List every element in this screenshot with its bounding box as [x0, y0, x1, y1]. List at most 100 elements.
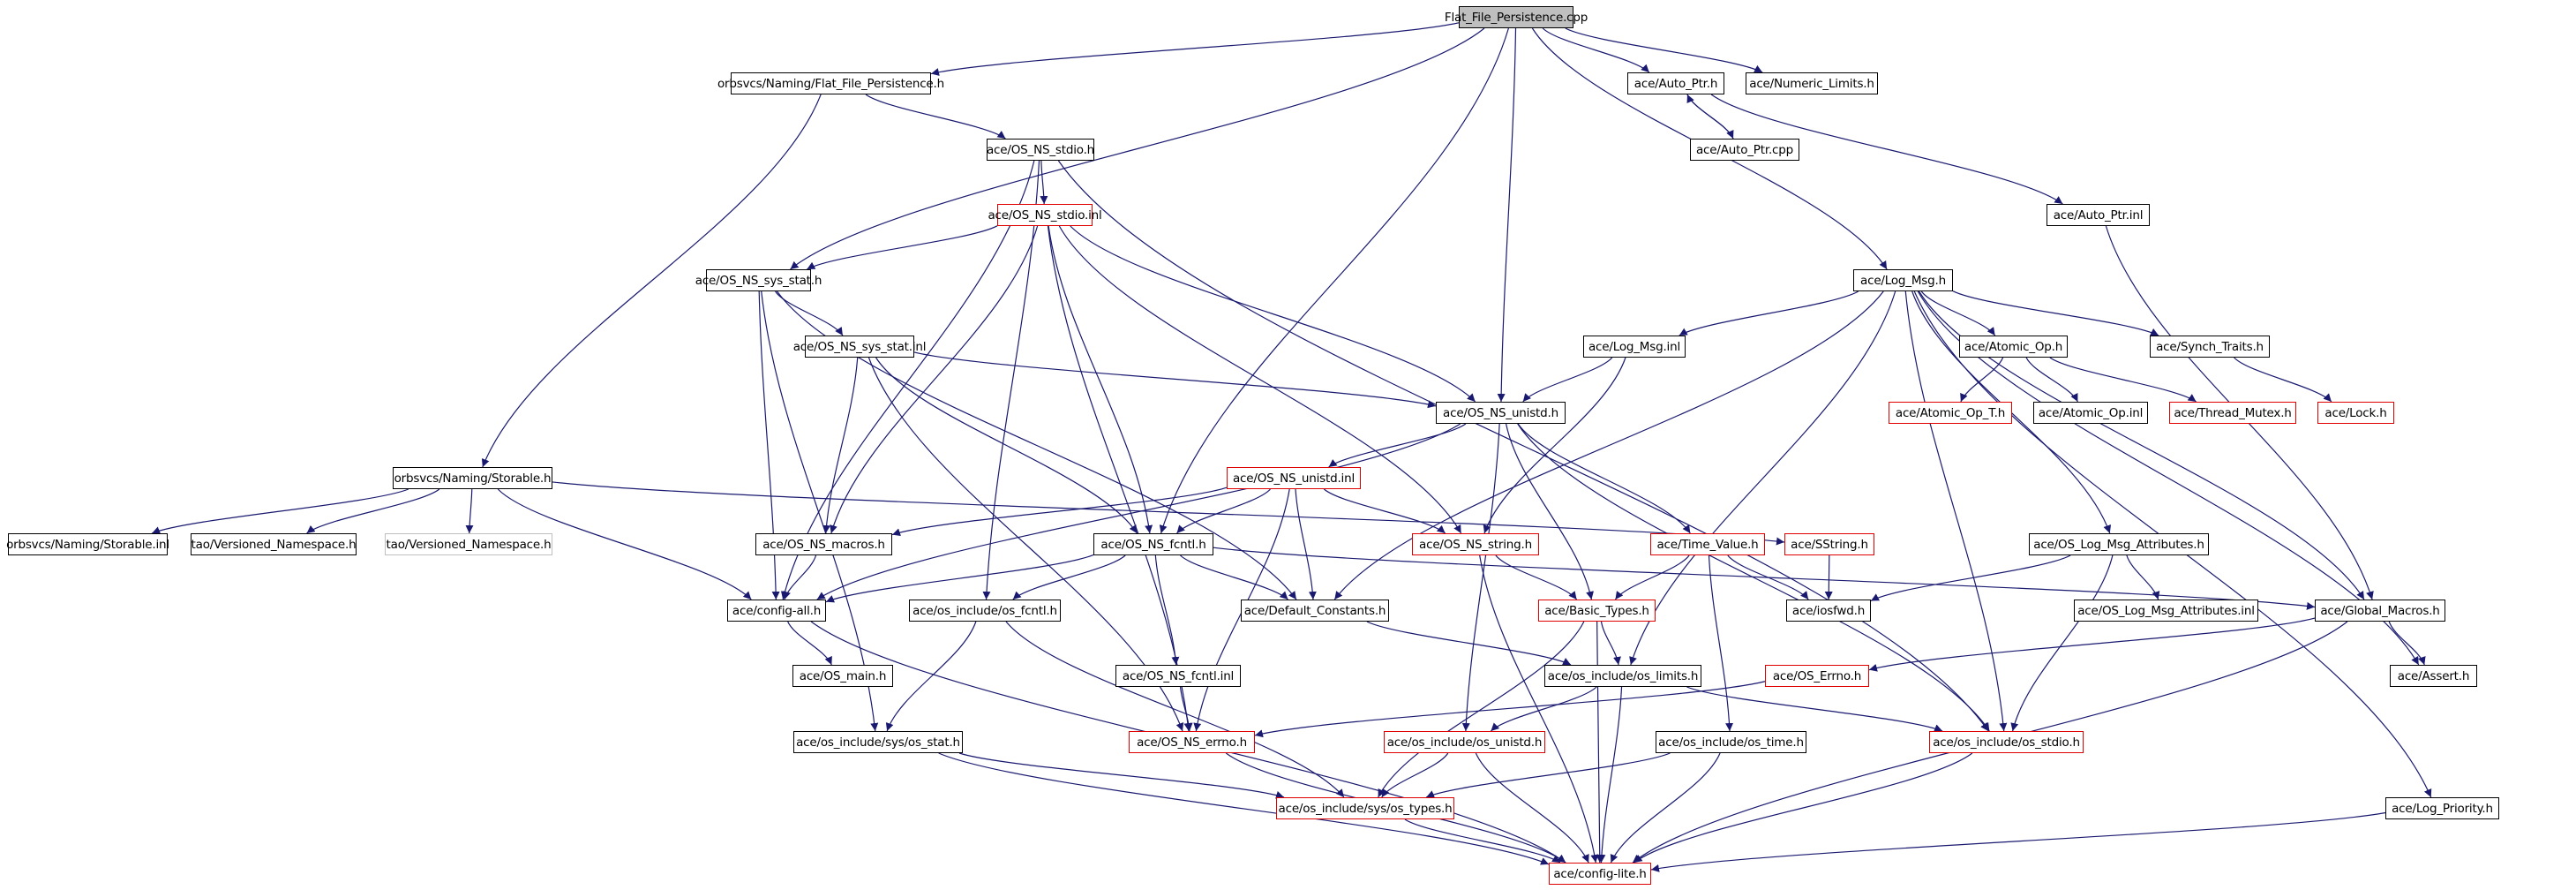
include-file-node[interactable]: ace/OS_NS_macros.h: [755, 533, 892, 555]
include-file-node[interactable]: ace/OS_NS_unistd.h: [1436, 402, 1566, 424]
include-file-node[interactable]: ace/os_include/os_unistd.h: [1384, 731, 1545, 753]
include-file-node[interactable]: ace/os_include/os_limits.h: [1544, 665, 1701, 687]
include-edge-os_ns_stdio_inl-to-os_ns_sys_stat_h: [807, 225, 998, 270]
include-edge-os_ns_fcntl_h-to-config_all_h: [825, 554, 1094, 603]
include-file-node[interactable]: ace/OS_main.h: [792, 665, 893, 687]
include-edge-basic_types_h-to-config_lite_h: [1596, 621, 1604, 864]
include-file-node[interactable]: ace/Log_Priority.h: [2385, 797, 2499, 819]
include-file-node[interactable]: ace/os_include/os_time.h: [1656, 731, 1806, 753]
include-file-node[interactable]: ace/Synch_Traits.h: [2150, 336, 2270, 358]
include-file-node[interactable]: ace/config-lite.h: [1549, 863, 1651, 885]
include-edge-os_ns_string_h-to-basic_types_h: [1495, 554, 1578, 600]
include-edge-os_ns_stdio_h-to-os_ns_stdio_inl: [1040, 160, 1048, 205]
include-edge-time_value_h-to-iosfwd_h: [1727, 554, 1809, 600]
include-edge-os_ns_stdio_h-to-os_stdio_h: [1057, 160, 1989, 732]
include-edge-storable_h-to-tao_vns_h: [306, 488, 440, 534]
include-edge-os_ns_unistd_h-to-os_ns_unistd_inl: [1328, 423, 1467, 468]
include-file-node[interactable]: tao/Versioned_Namespace.h: [385, 533, 552, 555]
include-edge-basic_types_h-to-os_types_h: [1378, 621, 1585, 798]
include-edge-os_ns_unistd_inl-to-os_ns_fcntl_h: [1176, 488, 1271, 534]
include-file-node[interactable]: ace/Auto_Ptr.cpp: [1690, 139, 1799, 161]
include-edge-global_macros_h-to-os_errno_h: [1868, 617, 2316, 672]
include-file-node[interactable]: ace/Atomic_Op.inl: [2033, 402, 2148, 424]
include-edge-storable_h-to-sstring_h: [552, 481, 1785, 546]
include-file-node[interactable]: ace/OS_NS_stdio.inl: [988, 204, 1102, 226]
include-edge-auto_ptr_cpp-to-auto_ptr_h: [1686, 94, 1734, 140]
include-edge-default_constants_h-to-os_limits_h: [1366, 621, 1572, 666]
include-file-node[interactable]: ace/Numeric_Limits.h: [1746, 72, 1878, 94]
include-edge-sys_os_stat_h-to-config_lite_h: [938, 752, 1550, 865]
include-edge-storable_h-to-config_all_h: [497, 488, 752, 600]
include-file-node[interactable]: ace/Lock.h: [2317, 402, 2394, 424]
include-file-node[interactable]: ace/os_include/os_stdio.h: [1929, 731, 2084, 753]
include-edge-log_msg_h-to-os_stdio_h: [1904, 290, 2008, 732]
include-file-node[interactable]: ace/Default_Constants.h: [1241, 600, 1389, 622]
include-edge-os_ns_macros_h-to-config_all_h: [783, 554, 817, 600]
include-file-node[interactable]: ace/Atomic_Op_T.h: [1889, 402, 2012, 424]
include-file-node[interactable]: ace/os_include/sys/os_stat.h: [793, 731, 963, 753]
include-edge-root-to-numeric_limits_h: [1565, 27, 1763, 73]
include-file-node[interactable]: ace/OS_Log_Msg_Attributes.inl: [2074, 600, 2258, 622]
include-file-node[interactable]: ace/OS_Log_Msg_Attributes.h: [2029, 533, 2209, 555]
include-file-node[interactable]: tao/Versioned_Namespace.h: [191, 533, 357, 555]
include-file-node[interactable]: ace/OS_Errno.h: [1765, 665, 1869, 687]
include-file-node[interactable]: ace/Global_Macros.h: [2315, 600, 2445, 622]
include-edge-log_msg_h-to-atomic_op_h: [1920, 290, 1996, 336]
include-file-node[interactable]: ace/OS_NS_string.h: [1412, 533, 1539, 555]
include-file-node[interactable]: ace/Time_Value.h: [1650, 533, 1765, 555]
include-edge-os_ns_unistd_inl-to-os_ns_string_h: [1323, 488, 1446, 534]
include-file-node[interactable]: ace/OS_NS_fcntl.h: [1093, 533, 1213, 555]
include-edge-storable_h-to-storable_inl: [151, 488, 409, 534]
include-file-node[interactable]: ace/Thread_Mutex.h: [2169, 402, 2296, 424]
include-file-node[interactable]: ace/Log_Msg.inl: [1583, 336, 1686, 358]
include-file-node[interactable]: ace/OS_NS_unistd.inl: [1227, 467, 1361, 489]
include-edge-log_msg_h-to-default_constants_h: [1333, 290, 1884, 600]
include-edge-ffp_h-to-os_ns_stdio_h: [865, 94, 1006, 140]
include-file-node[interactable]: ace/OS_NS_sys_stat.h: [695, 269, 822, 291]
include-file-node[interactable]: ace/Log_Msg.h: [1853, 269, 1953, 291]
include-file-node[interactable]: ace/config-all.h: [727, 600, 826, 622]
include-file-node[interactable]: ace/OS_NS_sys_stat.inl: [793, 336, 926, 358]
include-edge-os_fcntl_h-to-os_types_h: [1005, 621, 1345, 798]
include-edge-os_ns_fcntl_inl-to-os_ns_errno_h: [1179, 686, 1193, 732]
include-edge-os_ns_stdio_h-to-os_fcntl_h: [982, 160, 1040, 600]
include-edge-os_unistd_h-to-os_types_h: [1381, 752, 1449, 798]
include-edge-os_ns_unistd_inl-to-default_constants_h: [1295, 488, 1317, 600]
include-edge-os_log_msg_attr_h-to-iosfwd_h: [1870, 554, 2071, 602]
include-edge-os_ns_unistd_h-to-os_unistd_h: [1461, 423, 1500, 732]
include-edge-os_ns_stdio_inl-to-os_ns_macros_h: [830, 225, 1039, 534]
include-file-node[interactable]: orbsvcs/Naming/Storable.h: [393, 467, 552, 489]
include-file-node[interactable]: ace/os_include/sys/os_types.h: [1276, 797, 1454, 819]
include-file-node[interactable]: orbsvcs/Naming/Storable.inl: [6, 533, 169, 555]
include-edge-atomic_op_h-to-atomic_op_t_h: [1960, 357, 2004, 403]
include-edge-os_log_msg_attr_h-to-os_log_msg_attr_inl: [2126, 554, 2160, 600]
include-edge-os_fcntl_h-to-sys_os_stat_h: [885, 621, 977, 732]
include-file-node[interactable]: ace/OS_NS_stdio.h: [987, 139, 1094, 161]
include-file-node[interactable]: ace/OS_NS_fcntl.inl: [1115, 665, 1241, 687]
include-edge-os_ns_sys_stat_inl-to-os_ns_macros_h: [822, 357, 859, 534]
include-file-node[interactable]: ace/Basic_Types.h: [1538, 600, 1656, 622]
include-file-node[interactable]: ace/iosfwd.h: [1786, 600, 1871, 622]
include-edge-os_ns_unistd_h-to-basic_types_h: [1505, 423, 1594, 600]
include-file-node[interactable]: orbsvcs/Naming/Flat_File_Persistence.h: [717, 72, 944, 94]
include-edge-os_ns_fcntl_h-to-default_constants_h: [1180, 554, 1288, 600]
include-edge-time_value_h-to-os_time_h: [1708, 554, 1734, 732]
include-file-node[interactable]: ace/OS_NS_errno.h: [1129, 731, 1255, 753]
root-file-node: Flat_File_Persistence.cpp: [1445, 6, 1588, 28]
include-file-node[interactable]: ace/Auto_Ptr.inl: [2047, 204, 2150, 226]
include-file-node[interactable]: ace/SString.h: [1784, 533, 1874, 555]
include-edge-atomic_op_h-to-thread_mutex_h: [2049, 357, 2197, 403]
include-edge-atomic_op_h-to-atomic_op_inl: [2025, 357, 2078, 403]
include-edge-config_all_h-to-os_main_h: [787, 621, 832, 666]
include-edge-log_priority_h-to-config_lite_h: [1650, 811, 2386, 872]
include-file-node[interactable]: ace/Auto_Ptr.h: [1627, 72, 1724, 94]
include-file-node[interactable]: ace/os_include/os_fcntl.h: [909, 600, 1061, 622]
include-edge-os_ns_fcntl_h-to-global_macros_h: [1213, 547, 2316, 610]
include-file-node[interactable]: ace/Atomic_Op.h: [1959, 336, 2068, 358]
include-edge-os_ns_fcntl_h-to-os_ns_fcntl_inl: [1154, 554, 1180, 666]
include-file-node[interactable]: ace/Assert.h: [2390, 665, 2477, 687]
include-edge-os_limits_h-to-os_unistd_h: [1491, 686, 1597, 732]
include-edge-os_ns_fcntl_h-to-os_fcntl_h: [1012, 554, 1126, 600]
